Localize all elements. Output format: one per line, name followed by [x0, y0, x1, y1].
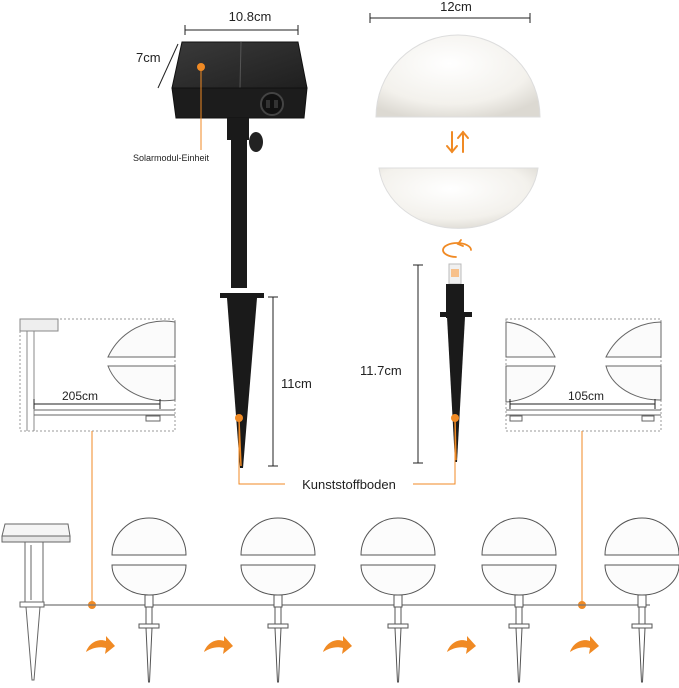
dim-globe-width: [369, 13, 531, 23]
cable-first-label: 205cm: [62, 389, 98, 403]
detail-box-left: [19, 318, 176, 432]
dim-globe-width-label: 12cm: [440, 0, 472, 14]
curved-arrow-icon: [204, 636, 233, 654]
curved-arrow-icon: [323, 636, 352, 654]
rotate-arrow-icon: [442, 239, 472, 258]
mini-solar-module: [1, 523, 71, 681]
dim-light-stake-length: [413, 264, 423, 464]
curved-arrow-icon: [570, 636, 599, 654]
solar-module: [171, 41, 308, 288]
globe-top-half: [375, 34, 541, 118]
dim-solar-depth: [157, 43, 179, 89]
plastic-base-leader: [238, 420, 456, 485]
dim-solar-depth-label: 7cm: [136, 50, 161, 65]
plastic-base-label: Kunststoffboden: [302, 477, 396, 492]
dim-solar-width-label: 10.8cm: [229, 9, 272, 24]
curved-arrow-icon: [86, 636, 115, 654]
detail-box-right: [505, 318, 662, 432]
curved-arrow-icon: [447, 636, 476, 654]
light-4: [481, 517, 557, 683]
swap-vertical-arrows-icon: [446, 130, 469, 154]
dim-stake-length: [268, 296, 278, 467]
cable-between-label: 105cm: [568, 389, 604, 403]
solar-module-label: Solarmodul-Einheit: [133, 153, 210, 163]
light-2: [240, 517, 316, 683]
light-5: [604, 517, 679, 683]
dim-solar-width: [184, 25, 299, 35]
dim-light-stake-length-label: 11.7cm: [360, 363, 402, 378]
solar-stake: [220, 293, 264, 468]
light-1: [111, 517, 187, 683]
light-stake: [440, 263, 472, 462]
dim-stake-length-label: 11cm: [281, 376, 312, 391]
light-3: [360, 517, 436, 683]
globe-bottom-half: [378, 167, 539, 229]
